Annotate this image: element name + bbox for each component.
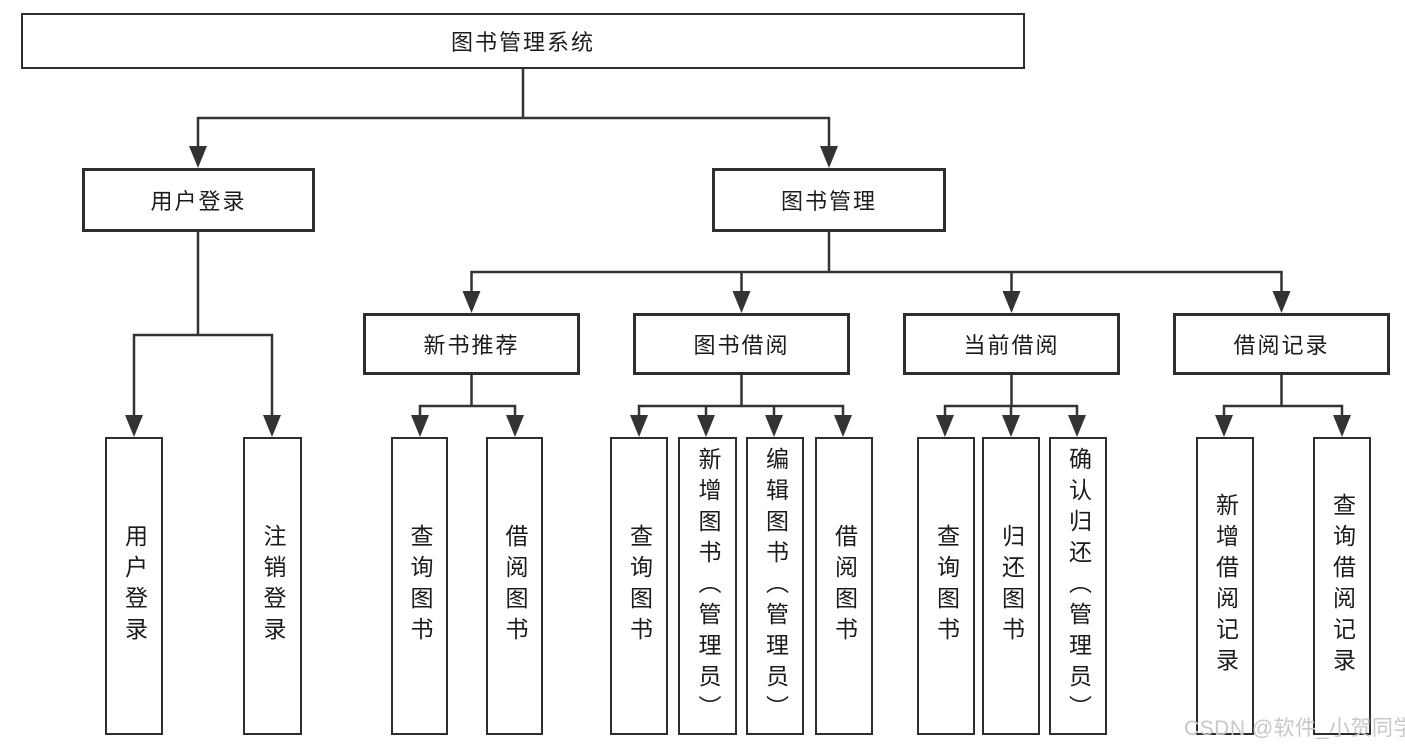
leaf-query-borrow-record: 查询借阅记录 [1313,437,1371,735]
node-label: 借阅图书 [502,524,528,648]
node-label: 借阅记录 [1233,333,1330,358]
leaf-borrow-books-1: 借阅图书 [486,437,543,735]
node-book-management: 图书管理 [712,168,946,232]
leaf-borrow-books-2: 借阅图书 [815,437,873,735]
node-label: 编辑图书（管理员） [762,446,789,726]
node-label: 用户登录 [121,524,148,648]
node-label: 图书借阅 [693,333,790,358]
leaf-confirm-return-admin: 确认归还（管理员） [1049,437,1107,735]
node-library-system: 图书管理系统 [21,13,1025,69]
leaf-query-books-2: 查询图书 [610,437,668,735]
connector-segments [132,69,1344,415]
node-label: 新书推荐 [423,333,520,358]
node-label: 图书管理 [780,189,877,214]
arrowheads [125,146,1351,437]
node-label: 查询图书 [626,524,653,648]
node-label: 新增图书（管理员） [695,446,721,726]
leaf-query-books-1: 查询图书 [391,437,448,735]
node-label: 用户登录 [150,189,247,214]
node-book-borrow: 图书借阅 [633,313,850,375]
leaf-add-borrow-record: 新增借阅记录 [1196,437,1254,735]
leaf-return-book: 归还图书 [982,437,1040,735]
node-label: 注销登录 [260,524,286,648]
node-label: 新增借阅记录 [1212,493,1239,679]
node-label: 借阅图书 [831,524,858,648]
leaf-user-login: 用户登录 [105,437,163,735]
node-label: 图书管理系统 [450,30,595,55]
leaf-add-book-admin: 新增图书（管理员） [678,437,737,735]
node-label: 确认归还（管理员） [1065,446,1092,726]
leaf-logout: 注销登录 [243,437,302,735]
leaf-query-books-3: 查询图书 [917,437,975,735]
node-label: 当前借阅 [963,333,1060,358]
csdn-watermark: CSDN @软件_小贺同学 [1184,717,1405,740]
node-label: 查询借阅记录 [1329,493,1356,679]
node-borrow-records: 借阅记录 [1173,313,1390,375]
node-current-borrow: 当前借阅 [903,313,1120,375]
node-label: 归还图书 [998,524,1025,648]
node-label: 查询图书 [407,524,433,648]
node-label: 查询图书 [933,524,960,648]
leaf-edit-book-admin: 编辑图书（管理员） [746,437,804,735]
node-new-book-recommend: 新书推荐 [363,313,580,375]
node-user-login: 用户登录 [82,168,315,232]
